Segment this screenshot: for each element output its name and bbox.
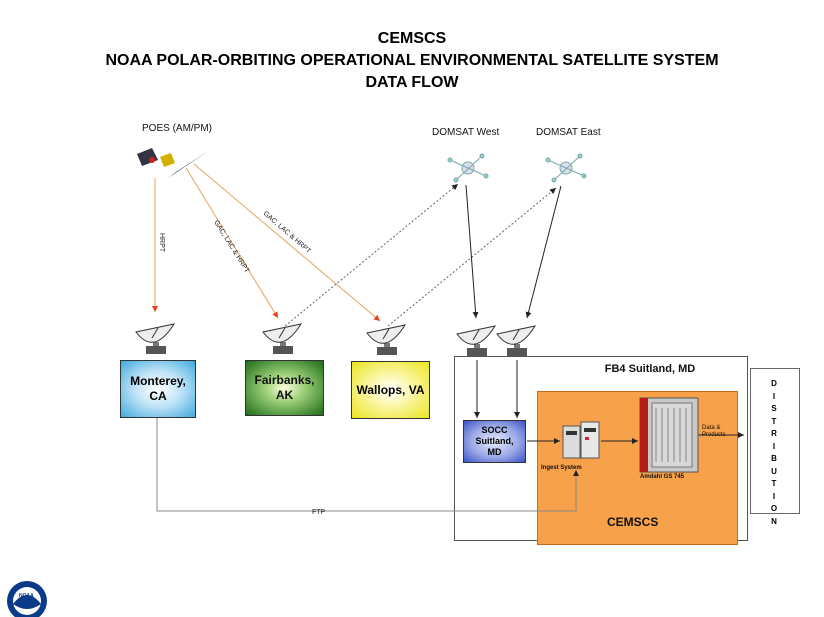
fairbanks-station: Fairbanks, AK [245,360,324,416]
title-line-2: NOAA POLAR-ORBITING OPERATIONAL ENVIRONM… [105,52,719,69]
title-line-3: DATA FLOW [365,74,459,91]
distribution-box [750,368,800,514]
dish-antenna-icon-wallops [366,324,407,355]
noaa-logo-text: NOAA [19,593,34,599]
ftp-label: FTP [312,509,326,516]
wallops-station: Wallops, VA [351,361,430,419]
cemscs-label: CEMSCS [607,515,659,529]
dish-antenna-icon-suitland-2 [496,325,537,356]
poes-satellite-icon [137,148,210,178]
gac-wallops-label: GAC, LAC & HRPT [262,210,313,255]
domsat-west-label: DOMSAT West [432,127,500,138]
noaa-logo-icon: NOAA [7,581,47,617]
dish-antenna-icon-suitland-1 [456,325,497,356]
dish-antenna-icon-fairbanks [262,323,303,354]
dish-antenna-icon-monterey [135,323,176,354]
domsat-east-label: DOMSAT East [536,127,601,138]
title-line-1: CEMSCS [377,30,447,47]
domsat-east-satellite-icon [545,153,587,183]
monterey-station: Monterey, CA [120,360,196,418]
cemscs-region [537,391,738,545]
domsat-east-downlink [525,185,562,319]
amdahl-label: Amdahl GS 745 [640,474,685,480]
fb4-label: FB4 Suitland, MD [604,363,696,375]
ftp-link [156,418,579,512]
amdahl-mainframe-icon [639,397,699,473]
dish-antennas [135,323,537,356]
gac-wallops-arrow [193,163,381,322]
ingest-system-icon [562,421,600,459]
wallops-domsat-east-link [387,187,557,327]
ingest-system-label: Ingest System [541,465,582,471]
gac-fairbanks-label: GAC, LAC & HRPT [212,219,250,274]
socc-station: SOCC Suitland, MD [463,420,526,463]
domsat-west-satellite-icon [447,153,489,183]
domsat-west-downlink [465,184,479,319]
fairbanks-domsat-west-link [284,183,459,327]
hrpt-link-label: HRPT [158,233,165,253]
poes-label: POES (AM/PM) [142,123,213,134]
gac-fairbanks-arrow [185,167,279,319]
